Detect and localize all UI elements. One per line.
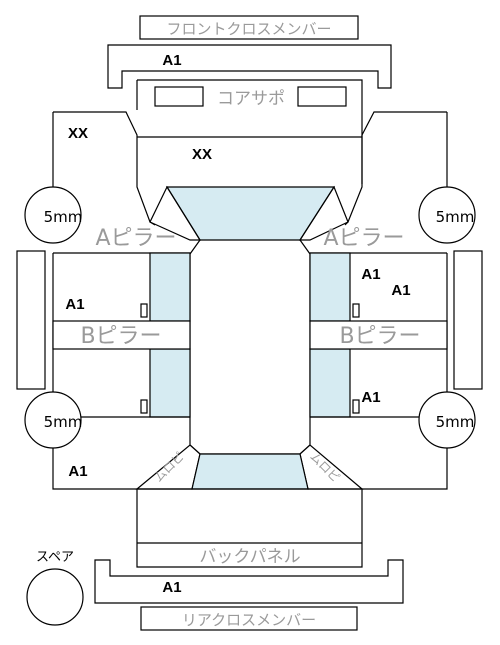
left-rear-handle[interactable] (140, 399, 148, 414)
right-b-pillar-label: Bピラー (339, 324, 420, 349)
right-side-skirt[interactable] (453, 250, 483, 390)
right-b-pillar[interactable] (309, 320, 448, 350)
front-cross-member-label: フロントクロスメンバー (166, 20, 331, 38)
left-rear-tyre-label: 5mm (44, 413, 83, 431)
right-front-window[interactable] (309, 252, 351, 322)
right-front-handle[interactable] (352, 303, 360, 318)
trunk-lid[interactable] (136, 488, 363, 568)
left-headlight[interactable] (154, 86, 204, 107)
right-rear-tyre[interactable] (418, 391, 476, 449)
left-rear-quarter-mark: A1 (68, 463, 87, 480)
right-a-pillar-wedge[interactable] (298, 185, 349, 241)
left-a-pillar-wedge[interactable] (149, 185, 202, 241)
right-rear-window[interactable] (309, 348, 351, 418)
left-front-tyre-label: 5mm (44, 208, 83, 226)
right-rear-door-mark: A1 (361, 389, 380, 406)
spare-label: スペア (36, 550, 74, 565)
right-a-pillar-label: Aピラー (323, 226, 404, 251)
right-rear-handle[interactable] (352, 399, 360, 414)
rear-cross-member-box (140, 606, 358, 631)
right-rear-tyre-label: 5mm (436, 413, 475, 431)
left-fender-mark: XX (68, 125, 88, 142)
left-side-skirt[interactable] (16, 250, 46, 390)
back-panel-label: バックパネル (199, 547, 300, 567)
hood-mark: XX (192, 146, 212, 163)
windshield[interactable] (165, 186, 336, 241)
right-front-tyre[interactable] (418, 186, 476, 244)
rear-cross-member-label: リアクロスメンバー (182, 611, 316, 629)
left-b-pillar-label: Bピラー (80, 324, 161, 349)
left-rear-window[interactable] (149, 348, 191, 418)
rear-member-mark: A1 (162, 579, 181, 596)
front-member-mark: A1 (162, 52, 181, 69)
right-front-door-mark-b: A1 (391, 282, 410, 299)
rear-window[interactable] (191, 453, 309, 490)
left-front-window[interactable] (149, 252, 191, 322)
rear-cross-member[interactable] (94, 559, 404, 604)
left-b-pillar[interactable] (52, 320, 191, 350)
core-support-label: コアサポ (217, 89, 285, 109)
spare-tyre[interactable] (26, 568, 84, 626)
left-front-handle[interactable] (140, 303, 148, 318)
front-cross-member[interactable] (107, 44, 392, 89)
left-a-pillar-label: Aピラー (95, 226, 176, 251)
right-front-tyre-label: 5mm (436, 208, 475, 226)
roof[interactable] (189, 239, 311, 455)
front-cross-member-box (139, 15, 359, 40)
right-front-door-mark-a: A1 (361, 266, 380, 283)
right-headlight[interactable] (297, 86, 347, 107)
left-rear-tyre[interactable] (24, 391, 82, 449)
left-front-door-mark: A1 (65, 296, 84, 313)
left-front-tyre[interactable] (24, 186, 82, 244)
